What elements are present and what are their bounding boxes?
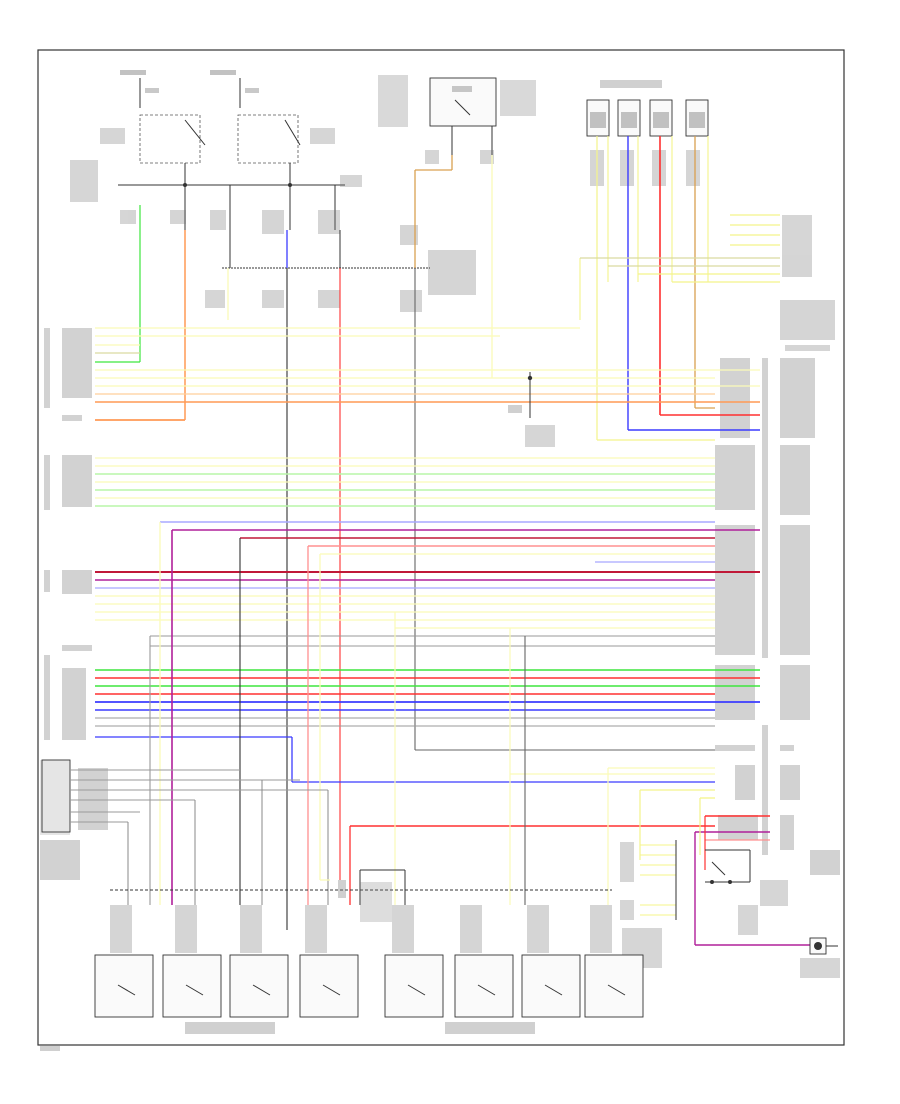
bottom-connector-5 <box>384 905 444 1018</box>
bottom-connector-1 <box>94 905 154 1018</box>
top-right-sensors <box>586 80 709 137</box>
bottom-connector-3 <box>229 905 289 1018</box>
bottom-connectors <box>94 905 644 1018</box>
bottom-connector-2 <box>162 905 222 1018</box>
center-ground <box>508 372 555 447</box>
top-left-switch-area <box>70 70 362 230</box>
right-relay-cluster <box>620 840 788 968</box>
left-connector-box <box>41 759 71 833</box>
bottom-connector-4 <box>299 905 359 1018</box>
bottom-junction <box>110 869 612 905</box>
right-bus-stubs <box>715 369 760 703</box>
right-top-bus <box>580 214 780 283</box>
left-pin-labels <box>40 328 108 880</box>
speed-sensor <box>800 937 840 978</box>
bottom-connector-7 <box>521 905 581 1018</box>
bottom-connector-8 <box>584 905 644 1018</box>
top-wire-labels <box>120 150 835 351</box>
center-module-label <box>360 882 392 922</box>
top-center-relay <box>378 75 536 155</box>
bottom-connector-6 <box>454 905 514 1018</box>
left-connector-wires <box>70 769 329 905</box>
bottom-captions <box>40 1022 535 1051</box>
horizontal-wires <box>95 327 770 841</box>
diagram-frame <box>37 49 845 1046</box>
right-pin-labels <box>715 358 840 875</box>
